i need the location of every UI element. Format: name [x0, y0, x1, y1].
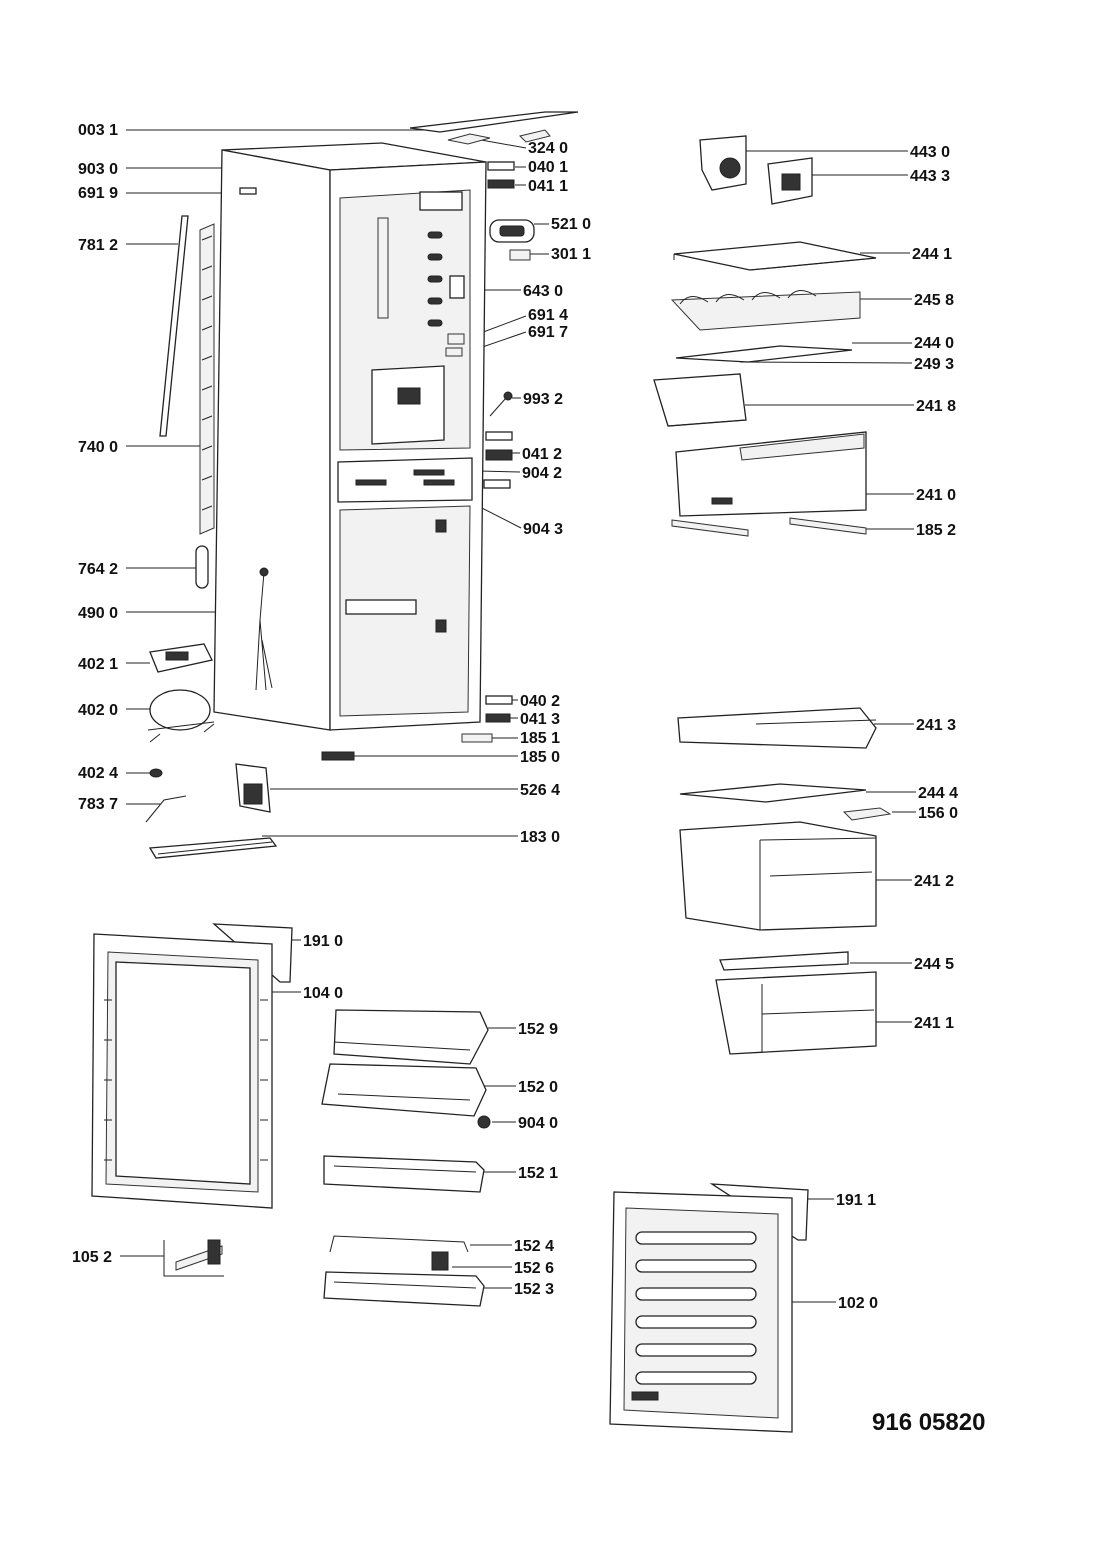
label-781-2: 781 2 — [78, 237, 118, 254]
document-number: 916 05820 — [872, 1409, 985, 1436]
bin-152-1 — [323, 1155, 485, 1193]
label-490-0: 490 0 — [78, 605, 118, 622]
wire-shelf-245-8 — [670, 290, 861, 331]
label-904-3: 904 3 — [523, 521, 563, 538]
label-152-4: 152 4 — [514, 1238, 554, 1255]
label-691-4: 691 4 — [528, 307, 568, 324]
sensor-part — [489, 391, 513, 417]
label-040-1: 040 1 — [528, 159, 568, 176]
pin-part — [239, 187, 257, 195]
drawer-241-2 — [679, 821, 877, 931]
hinge-parts — [321, 161, 515, 761]
bin-152-9 — [333, 1009, 489, 1065]
control-panel — [489, 219, 535, 261]
fan-parts — [699, 135, 813, 205]
label-156-0: 156 0 — [918, 805, 958, 822]
label-740-0: 740 0 — [78, 439, 118, 456]
label-152-1: 152 1 — [518, 1165, 558, 1182]
crisper-241-8 — [653, 373, 747, 427]
label-521-0: 521 0 — [551, 216, 591, 233]
label-104-0: 104 0 — [303, 985, 343, 1002]
cabinet-body — [213, 142, 487, 731]
label-185-1: 185 1 — [520, 730, 560, 747]
label-526-4: 526 4 — [520, 782, 560, 799]
hinge-105-2 — [163, 1239, 224, 1277]
label-443-3: 443 3 — [910, 168, 950, 185]
label-903-0: 903 0 — [78, 161, 118, 178]
label-003-1: 003 1 — [78, 122, 118, 139]
bin-152-0 — [321, 1063, 491, 1129]
label-152-6: 152 6 — [514, 1260, 554, 1277]
label-244-0: 244 0 — [914, 335, 954, 352]
label-241-8: 241 8 — [916, 398, 956, 415]
label-783-7: 783 7 — [78, 796, 118, 813]
condenser-parts — [159, 215, 273, 691]
label-764-2: 764 2 — [78, 561, 118, 578]
shelf-244-1 — [673, 241, 877, 271]
label-245-8: 245 8 — [914, 292, 954, 309]
label-041-2: 041 2 — [522, 446, 562, 463]
glass-244-4 — [679, 783, 867, 803]
crisper-241-0 — [675, 431, 867, 517]
label-904-2: 904 2 — [522, 465, 562, 482]
label-241-0: 241 0 — [916, 487, 956, 504]
label-691-9: 691 9 — [78, 185, 118, 202]
top-cover-part — [409, 111, 579, 145]
label-241-1: 241 1 — [914, 1015, 954, 1032]
glass-244-0 — [675, 345, 853, 363]
label-152-3: 152 3 — [514, 1281, 554, 1298]
label-402-1: 402 1 — [78, 656, 118, 673]
label-904-0: 904 0 — [518, 1115, 558, 1132]
bins-152-4-6-3 — [323, 1235, 485, 1307]
compressor-parts — [145, 643, 278, 859]
label-041-1: 041 1 — [528, 178, 568, 195]
label-691-7: 691 7 — [528, 324, 568, 341]
label-301-1: 301 1 — [551, 246, 591, 263]
label-241-2: 241 2 — [914, 873, 954, 890]
center-labels: 324 0 040 1 041 1 521 0 301 1 643 0 691 … — [262, 137, 591, 846]
drawer-241-3 — [677, 707, 877, 749]
label-244-4: 244 4 — [918, 785, 958, 802]
bottom-labels: 191 0 104 0 152 9 152 0 904 0 152 1 105 … — [72, 933, 878, 1312]
label-993-2: 993 2 — [523, 391, 563, 408]
drawer-241-1 — [715, 971, 877, 1055]
fridge-door-104-0 — [91, 923, 293, 1209]
glass-244-5 — [719, 951, 849, 971]
label-191-0: 191 0 — [303, 933, 343, 950]
label-183-0: 183 0 — [520, 829, 560, 846]
label-244-5: 244 5 — [914, 956, 954, 973]
block-part-2 — [445, 347, 463, 357]
label-105-2: 105 2 — [72, 1249, 112, 1266]
rails-185-2 — [671, 517, 867, 537]
label-249-3: 249 3 — [914, 356, 954, 373]
freezer-door-102-0 — [609, 1183, 809, 1433]
label-402-0: 402 0 — [78, 702, 118, 719]
label-402-4: 402 4 — [78, 765, 118, 782]
label-040-2: 040 2 — [520, 693, 560, 710]
label-643-0: 643 0 — [523, 283, 563, 300]
label-185-0: 185 0 — [520, 749, 560, 766]
label-324-0: 324 0 — [528, 140, 568, 157]
icetray-156-0 — [842, 807, 892, 821]
label-244-1: 244 1 — [912, 246, 952, 263]
label-191-1: 191 1 — [836, 1192, 876, 1209]
label-443-0: 443 0 — [910, 144, 950, 161]
label-102-0: 102 0 — [838, 1295, 878, 1312]
label-241-3: 241 3 — [916, 717, 956, 734]
label-041-3: 041 3 — [520, 711, 560, 728]
label-152-9: 152 9 — [518, 1021, 558, 1038]
right-labels: 443 0 443 3 244 1 245 8 244 0 249 3 241 … — [738, 144, 958, 1032]
label-152-0: 152 0 — [518, 1079, 558, 1096]
label-185-2: 185 2 — [916, 522, 956, 539]
block-part — [447, 333, 465, 345]
